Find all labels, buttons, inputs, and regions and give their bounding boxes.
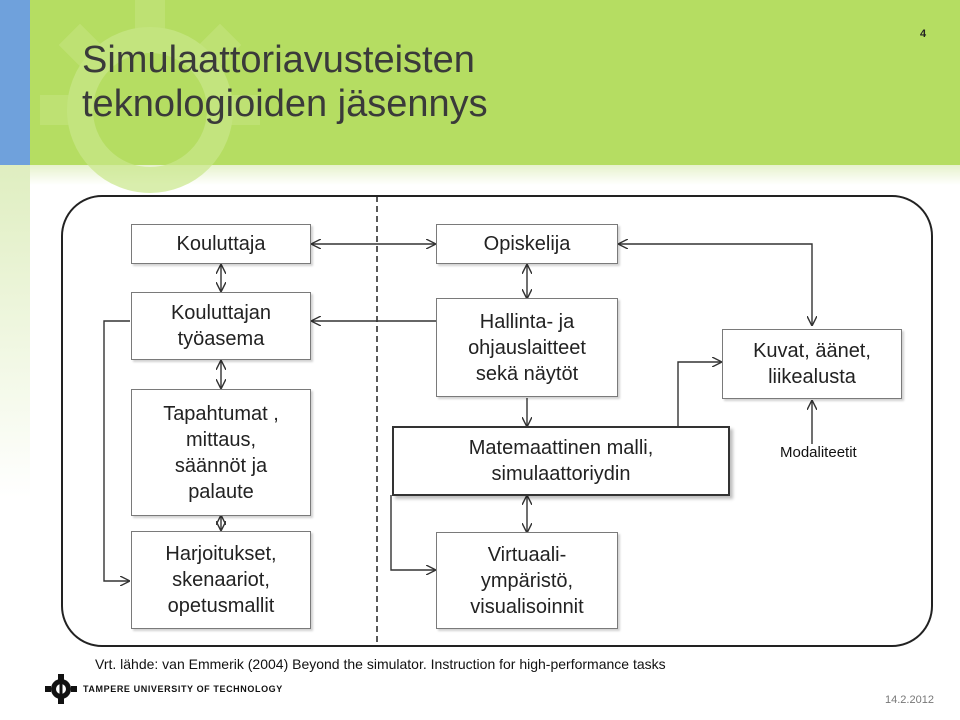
- arrow-tyoasema-harjoitukset: [103, 320, 130, 581]
- university-logo: TAMPERE UNIVERSITY OF TECHNOLOGY: [45, 674, 283, 704]
- header-gradient-band: [30, 165, 960, 185]
- university-name: TAMPERE UNIVERSITY OF TECHNOLOGY: [83, 684, 283, 694]
- slide-date: 14.2.2012: [885, 694, 934, 706]
- source-note: Vrt. lähde: van Emmerik (2004) Beyond th…: [95, 656, 666, 672]
- box-kouluttajan-tyoasema: Kouluttajan työasema: [131, 292, 311, 360]
- modalities-label: Modaliteetit: [780, 444, 857, 461]
- left-green-strip: [0, 165, 30, 720]
- outer-frame: [61, 195, 933, 647]
- box-kuvat-aanet: Kuvat, äänet, liikealusta: [722, 329, 902, 399]
- slide-title: Simulaattoriavusteisten teknologioiden j…: [82, 39, 488, 125]
- arrow-opiskelija-modaliteetit: [619, 244, 812, 325]
- box-opiskelija: Opiskelija: [436, 224, 618, 264]
- box-hallinta-ohjauslaitteet: Hallinta- ja ohjauslaitteet sekä näytöt: [436, 298, 618, 397]
- box-virtuaaliymparisto: Virtuaali- ympäristö, visualisoinnit: [436, 532, 618, 629]
- box-tapahtumat: Tapahtumat , mittaus, säännöt ja palaute: [131, 389, 311, 516]
- box-matemaattinen-malli: Matemaattinen malli, simulaattoriydin: [392, 426, 730, 496]
- slide-number: 4: [920, 28, 927, 40]
- box-kouluttaja: Kouluttaja: [131, 224, 311, 264]
- box-harjoitukset: Harjoitukset, skenaariot, opetusmallit: [131, 531, 311, 629]
- arrow-malli-virtuaali-side: [390, 495, 435, 570]
- gear-watermark-icon: [40, 0, 260, 193]
- left-blue-stripe: [0, 0, 30, 165]
- tut-gear-icon: [45, 674, 77, 704]
